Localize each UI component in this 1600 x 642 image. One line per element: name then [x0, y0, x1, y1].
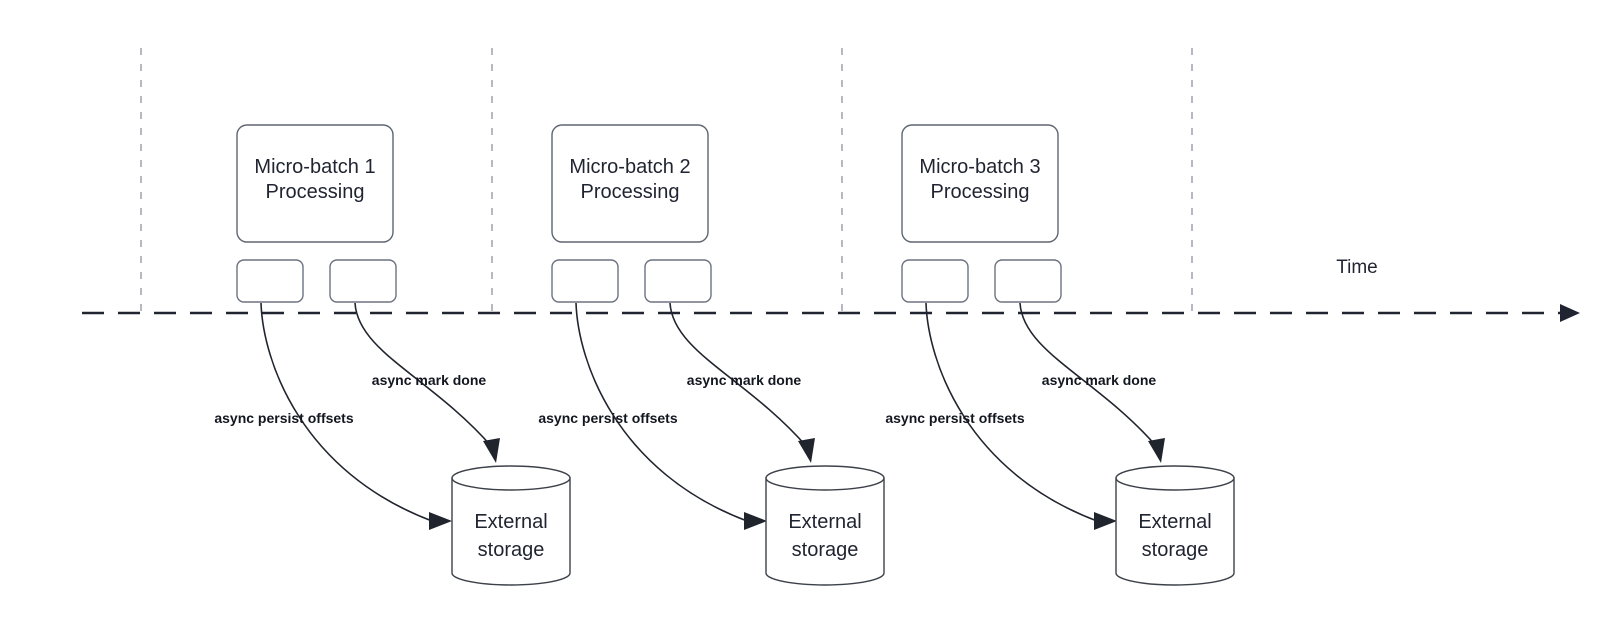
edge-label-persist-offsets-1: async persist offsets: [214, 410, 353, 426]
storage-cylinder-1-line2: storage: [478, 539, 545, 561]
edge-mark-done-3-arrowhead: [1148, 438, 1165, 463]
storage-cylinder-1-line1: External: [474, 511, 547, 533]
task-box-3b[interactable]: [994, 259, 1062, 303]
process-box-1-line1: Micro-batch 1: [254, 156, 375, 178]
edge-mark-done-1: [354, 302, 493, 448]
group-2: Micro-batch 2 Processing async persist o…: [538, 124, 885, 586]
process-box-2-line2: Processing: [581, 181, 680, 203]
storage-cylinder-2-line1: External: [788, 511, 861, 533]
storage-cylinder-1-body[interactable]: [451, 477, 571, 586]
edge-mark-done-2-arrowhead: [798, 438, 815, 463]
edge-label-mark-done-3: async mark done: [1042, 372, 1157, 388]
process-box-1-line2: Processing: [266, 181, 365, 203]
boundary-separators: [140, 48, 1193, 313]
edge-label-mark-done-2: async mark done: [687, 372, 802, 388]
time-axis: [82, 304, 1580, 322]
storage-cylinder-3-top: [1115, 465, 1235, 491]
edge-persist-offsets-2: [575, 302, 748, 522]
task-box-2b[interactable]: [644, 259, 712, 303]
edge-persist-offsets-3-arrowhead: [1094, 512, 1117, 530]
storage-cylinder-2-top: [765, 465, 885, 491]
edge-persist-offsets-1: [260, 302, 433, 522]
storage-cylinder-3-line1: External: [1138, 511, 1211, 533]
edge-mark-done-2: [669, 302, 808, 448]
task-box-1a[interactable]: [236, 259, 304, 303]
process-box-2[interactable]: [551, 124, 709, 243]
edge-label-mark-done-1: async mark done: [372, 372, 487, 388]
edge-persist-offsets-1-arrowhead: [429, 512, 452, 530]
edge-mark-done-1-arrowhead: [483, 438, 500, 463]
group-3: Micro-batch 3 Processing async persist o…: [885, 124, 1235, 586]
task-box-1b[interactable]: [329, 259, 397, 303]
time-axis-arrowhead: [1560, 304, 1580, 322]
edge-persist-offsets-2-arrowhead: [744, 512, 767, 530]
task-box-2a[interactable]: [551, 259, 619, 303]
storage-cylinder-2-line2: storage: [792, 539, 859, 561]
edge-label-persist-offsets-3: async persist offsets: [885, 410, 1024, 426]
process-box-3-line1: Micro-batch 3: [919, 156, 1040, 178]
process-box-3-line2: Processing: [931, 181, 1030, 203]
storage-cylinder-1-top: [451, 465, 571, 491]
process-box-1[interactable]: [236, 124, 394, 243]
storage-cylinder-2-body[interactable]: [765, 477, 885, 586]
edge-mark-done-3: [1019, 302, 1158, 448]
storage-cylinder-3-body[interactable]: [1115, 477, 1235, 586]
edge-label-persist-offsets-2: async persist offsets: [538, 410, 677, 426]
group-1: Micro-batch 1 Processing async persist o…: [214, 124, 571, 586]
storage-cylinder-3-line2: storage: [1142, 539, 1209, 561]
process-box-3[interactable]: [901, 124, 1059, 243]
task-box-3a[interactable]: [901, 259, 969, 303]
edge-persist-offsets-3: [925, 302, 1098, 522]
process-box-2-line1: Micro-batch 2: [569, 156, 690, 178]
time-axis-label: Time: [1336, 257, 1378, 278]
